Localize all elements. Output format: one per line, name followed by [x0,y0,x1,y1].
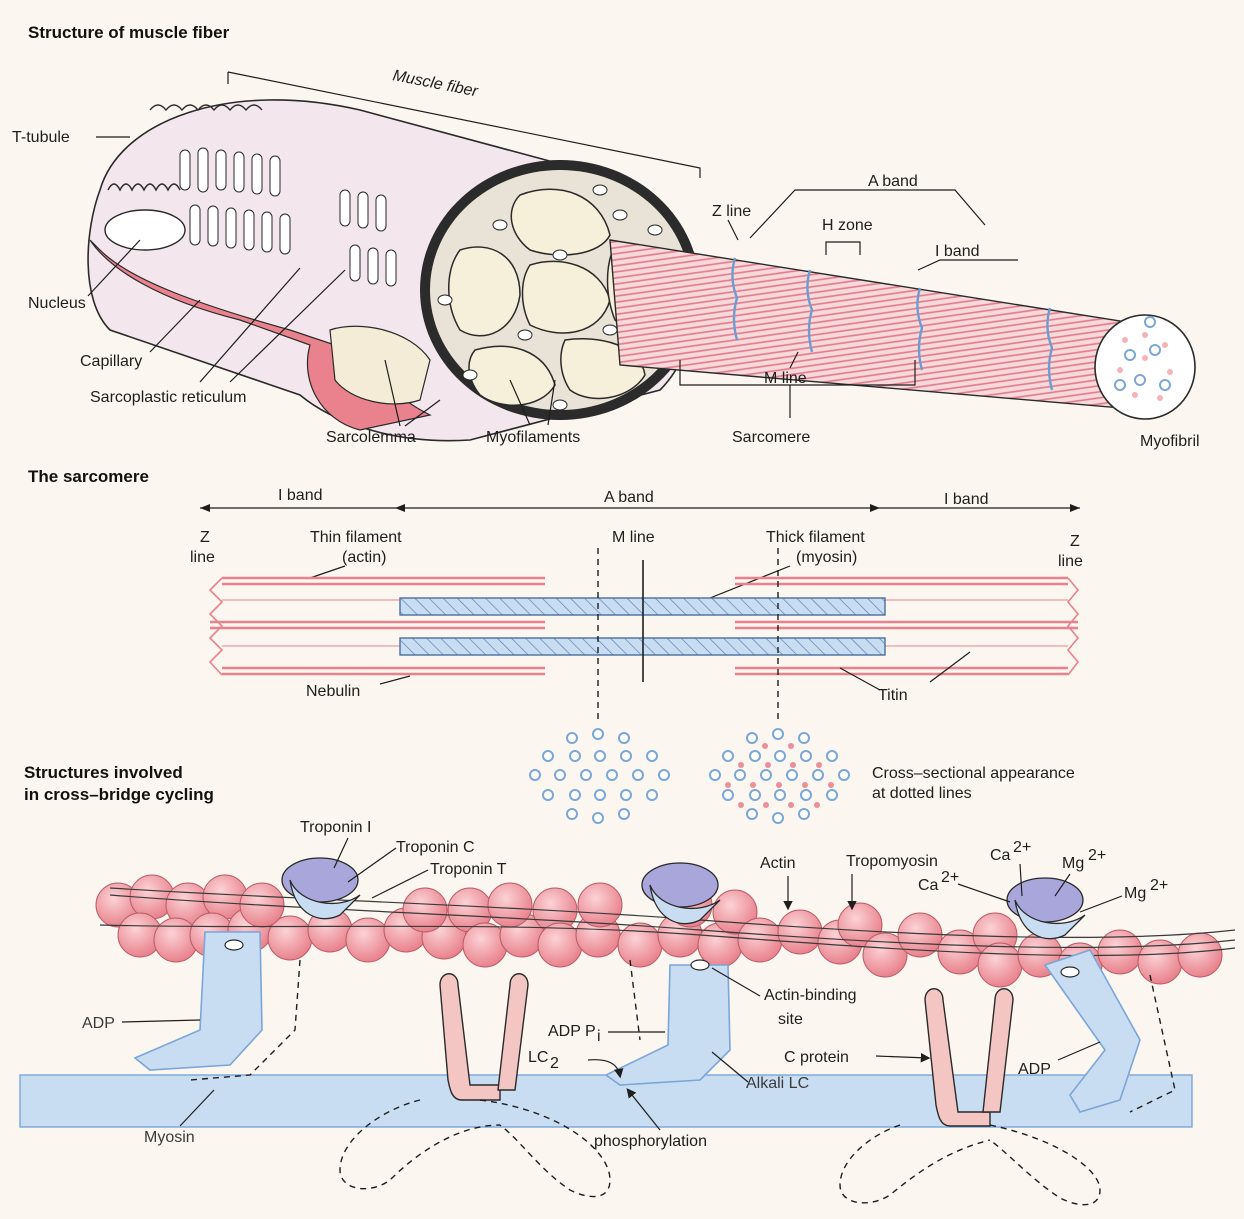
mg-top-superscript: 2+ [1088,847,1106,864]
troponin-t-label: Troponin T [430,861,507,878]
troponin-i-label: Troponin I [300,819,371,836]
fiber-section-title: Structure of muscle fiber [28,23,230,42]
sarcomere-a-band: A band [604,489,654,506]
sarcomere-label: Sarcomere [732,429,810,446]
i-band-label: I band [935,243,979,260]
actin-label: Actin [760,855,796,872]
lc-label: LC [528,1049,548,1066]
thin-filament-label-2: (actin) [342,549,386,566]
alkali-lc-label: Alkali LC [746,1075,809,1092]
tropomyosin-label: Tropomyosin [846,853,938,870]
pi-subscript: i [597,1028,601,1045]
nebulin-label: Nebulin [306,683,360,700]
thin-filament-label-1: Thin filament [310,529,402,546]
nucleus-shape [105,210,185,250]
sarcomere-i-band-right: I band [944,491,988,508]
sarcomere-section-title: The sarcomere [28,467,149,486]
lc-subscript: 2 [550,1055,559,1072]
sarcolemma-label: Sarcolemma [326,429,416,446]
ca-top-superscript: 2+ [1013,839,1031,856]
ca-mid-superscript: 2+ [941,869,959,886]
crossbridge-title-2: in cross–bridge cycling [24,785,214,804]
sarcomere-m-line-label: M line [612,529,655,546]
myofibril-cylinder [610,240,1195,419]
phosphorylation-label: phosphorylation [594,1133,707,1150]
z-line-right-2: line [1058,553,1083,570]
cross-section-thick-and-thin [710,729,849,823]
actin-binding-label-2: site [778,1011,803,1028]
c-protein-label: C protein [784,1049,849,1066]
z-line-left-1: Z [200,529,210,546]
adp-right-label: ADP [1018,1061,1051,1078]
a-band-label: A band [868,173,918,190]
ca-mid-label: Ca [918,877,939,894]
nucleus-label: Nucleus [28,295,86,312]
cross-section-thick-only [530,729,669,823]
actin-binding-label-1: Actin-binding [764,987,857,1004]
myofilaments-label: Myofilaments [486,429,580,446]
cross-section-label-1: Cross–sectional appearance [872,765,1075,782]
mg-mid-label: Mg [1124,885,1146,902]
t-tubule-label: T-tubule [12,129,70,146]
capillary-label: Capillary [80,353,142,370]
h-zone-label: H zone [822,217,873,234]
adp-left-label: ADP [82,1015,115,1032]
mg-top-label: Mg [1062,855,1084,872]
myosin-backbone [20,1075,1192,1127]
mg-mid-superscript: 2+ [1150,877,1168,894]
myosin-label: Myosin [144,1129,195,1146]
adp-pi-label: ADP P [548,1023,596,1040]
z-line-left-2: line [190,549,215,566]
muscle-fiber-label: Muscle fiber [391,67,480,100]
thick-filament-label-1: Thick filament [766,529,865,546]
titin-label: Titin [878,687,908,704]
sarcomere-i-band-left: I band [278,487,322,504]
ca-top-label: Ca [990,847,1011,864]
troponin-c-label: Troponin C [396,839,475,856]
thick-filament-label-2: (myosin) [796,549,857,566]
crossbridge-title-1: Structures involved [24,763,183,782]
cross-section-label-2: at dotted lines [872,785,972,802]
z-line-right-1: Z [1070,533,1080,550]
sarcoplastic-reticulum-label: Sarcoplastic reticulum [90,389,247,406]
myofibril-label: Myofibril [1140,433,1200,450]
z-line-label: Z line [712,203,751,220]
